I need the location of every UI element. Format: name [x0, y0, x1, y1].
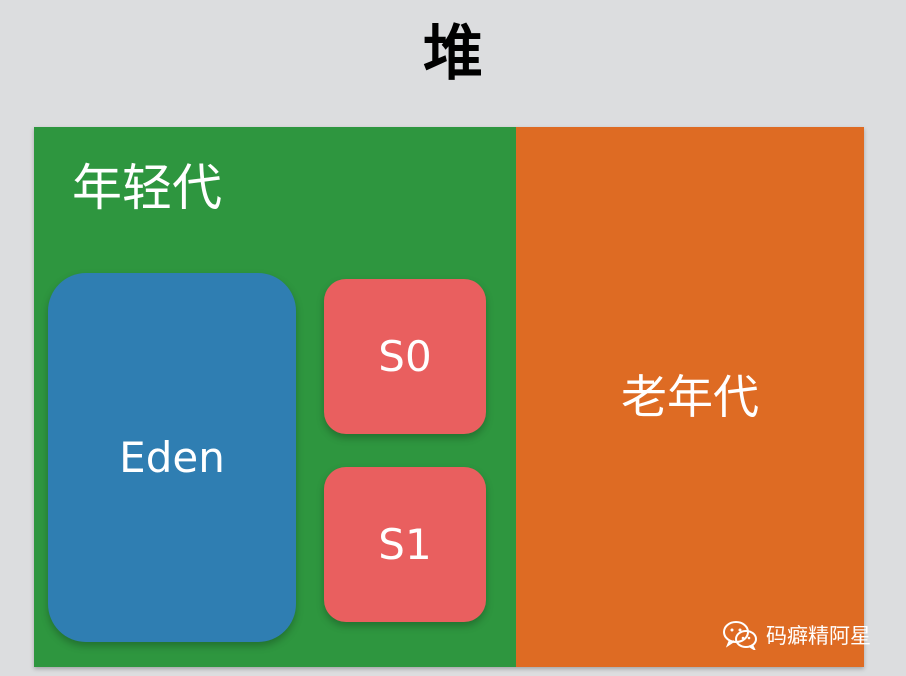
survivor-s1-space: S1 [324, 467, 486, 622]
eden-label: Eden [119, 433, 225, 482]
old-generation-label: 老年代 [621, 370, 759, 424]
s1-label: S1 [378, 520, 432, 569]
watermark-text: 码癖精阿星 [766, 624, 871, 648]
young-generation-label: 年轻代 [72, 159, 222, 217]
survivor-s0-space: S0 [324, 279, 486, 434]
eden-space: Eden [48, 273, 296, 642]
young-generation-region: 年轻代 Eden S0 S1 [34, 127, 516, 667]
s0-label: S0 [378, 332, 432, 381]
watermark: 码癖精阿星 [722, 620, 871, 650]
heap-diagram: 年轻代 Eden S0 S1 老年代 [34, 127, 864, 667]
heap-title: 堆 [423, 19, 483, 89]
wechat-icon [723, 621, 757, 650]
old-generation-region: 老年代 [516, 127, 864, 667]
